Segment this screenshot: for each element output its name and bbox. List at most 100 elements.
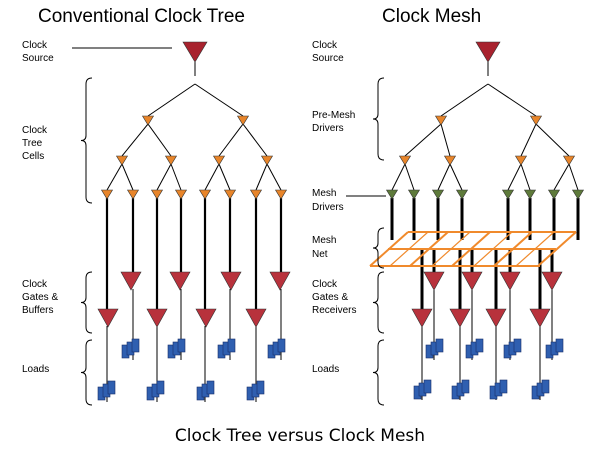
tree-wire [255,163,268,191]
clock-gate [529,308,551,328]
mesh-net-rung [473,231,513,267]
clock-buffer [120,271,142,291]
mesh-net-rung [537,231,577,267]
tree-wire [520,123,537,157]
mesh-driver [501,189,515,200]
load-group [97,380,116,401]
tree-cell [141,115,155,126]
tree-wire [194,83,244,117]
load-group [531,379,550,400]
pre-mesh-driver [434,115,448,126]
label-clock-tree-cells-line1: Clock [22,125,48,136]
bracket-mesh-net [372,227,385,269]
tree-wire [404,163,415,191]
label-clock-tree-cells-line2: Tree [22,138,43,149]
pre-mesh-driver [529,115,543,126]
tree-wire [440,83,489,117]
tree-cell [164,155,178,166]
clock-buffer [220,271,242,291]
load-group [451,379,470,400]
bracket-clock-tree-cells [80,77,93,204]
load-group [167,338,186,359]
clock-gate [411,308,433,328]
tree-cell [223,189,237,200]
tree-cell [274,189,288,200]
load-group [413,379,432,400]
clock-buffer [169,271,191,291]
mesh-net-rung [389,231,429,267]
tree-cell [100,189,114,200]
tree-wire [242,123,268,157]
tree-wire [204,163,220,191]
label-right-gates-receivers-line2: Gates & [312,292,348,303]
mesh-driver [547,189,561,200]
clock-gate [97,308,119,328]
clock-gate [195,308,217,328]
label-mesh-net-line2: Net [312,249,328,260]
pre-mesh-driver [398,155,412,166]
tree-wire [121,163,134,191]
load-flop [131,338,140,353]
tree-wire [147,123,172,157]
bracket-pre-mesh-drivers [372,77,385,161]
load-flop [475,338,484,353]
tree-wire [170,163,182,191]
tree-cell [212,155,226,166]
pre-mesh-driver [562,155,576,166]
label-left-gates-buffers-line3: Buffers [22,305,54,316]
pre-mesh-driver [443,155,457,166]
load-group [246,380,265,401]
clock-receiver [499,271,521,291]
mesh-net-rung [431,231,471,267]
load-group [217,338,236,359]
bracket-left-gates-buffers [80,271,93,334]
tree-cell [198,189,212,200]
label-pre-mesh-drivers-line1: Pre-Mesh [312,110,355,121]
tree-wire [520,163,531,191]
label-right-loads: Loads [312,364,339,375]
figure-caption: Clock Tree versus Clock Mesh [175,426,425,446]
load-group [545,338,564,359]
tree-wire [568,163,579,191]
load-group [465,338,484,359]
load-group [196,380,215,401]
label-right-gates-receivers-line1: Clock [312,279,338,290]
load-flop [206,380,215,395]
load-flop [107,380,116,395]
label-right-gates-receivers-line3: Receivers [312,305,356,316]
tree-wire [106,163,123,191]
title-clock-mesh: Clock Mesh [382,6,481,27]
load-group [425,338,444,359]
mesh-driver [571,189,585,200]
tree-cell [260,155,274,166]
load-flop [555,338,564,353]
tree-wire [218,163,231,191]
tree-wire [404,123,442,157]
load-group [267,338,286,359]
tree-wire [266,163,282,191]
mesh-driver [455,189,469,200]
tree-wire [440,123,451,157]
load-flop [227,338,236,353]
tree-wire [437,163,451,191]
label-left-clock-source-line1: Clock [22,40,48,51]
load-group [146,380,165,401]
tree-cell [126,189,140,200]
bracket-right-gates-receivers [372,271,385,334]
label-mesh-net-line1: Mesh [312,235,336,246]
bracket-right-loads [372,339,385,406]
tree-wire [218,123,244,157]
label-mesh-drivers-line1: Mesh [312,188,336,199]
load-flop [513,338,522,353]
label-mesh-drivers-line2: Drivers [312,202,344,213]
label-left-loads: Loads [22,364,49,375]
load-flop [256,380,265,395]
brackets-layer [80,77,386,406]
mesh-net-rung [493,231,533,267]
tree-wire [121,123,149,157]
clock-gate [449,308,471,328]
tree-wire [507,163,522,191]
tree-wire [391,163,406,191]
mesh-driver [431,189,445,200]
